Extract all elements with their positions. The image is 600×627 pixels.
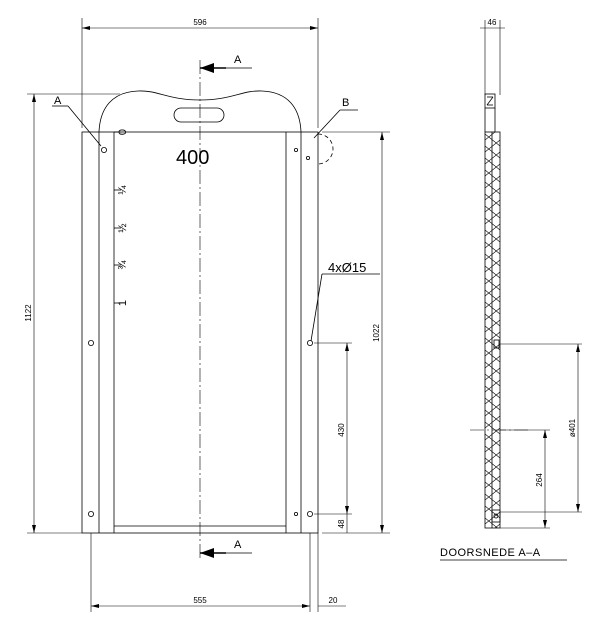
right-height-value: 1022 — [372, 324, 381, 342]
hole-mid-left — [88, 339, 95, 346]
width-label: 400 — [176, 147, 209, 169]
section-arrow-top: A — [200, 54, 252, 73]
hole-bottom-right — [306, 510, 313, 517]
panel-outline — [81, 131, 319, 534]
diameter-dimension: ø401 — [500, 343, 582, 513]
hole-mid-right — [306, 339, 313, 346]
side-offset-dimension: 20 — [317, 533, 346, 612]
overall-height-dimension: 1122 — [24, 93, 120, 534]
right-height-dimension: 1022 — [322, 131, 390, 534]
inner-width-value: 555 — [193, 596, 207, 605]
section-label-top: A — [234, 54, 242, 66]
detail-b-callout: B — [313, 97, 358, 165]
scale-mark-three-quarter: ¾ — [117, 260, 129, 270]
section-title: DOORSNEDE A–A — [440, 547, 541, 559]
section-fitting-bottom — [491, 509, 501, 523]
top-curved-edge — [98, 90, 302, 133]
detail-a-callout: A — [52, 95, 102, 147]
scale: 0 ¼ ½ ¾ 1 — [114, 129, 129, 306]
scale-mark-half: ½ — [117, 223, 129, 232]
diameter-value: ø401 — [568, 418, 577, 437]
scale-mark-0: 0 — [117, 129, 129, 135]
scale-mark-quarter: ¼ — [117, 185, 129, 195]
section-height-value: 264 — [535, 473, 544, 487]
hole-bottom-left — [88, 510, 95, 517]
section-fitting-mid — [493, 339, 500, 349]
section-hatching — [485, 132, 500, 528]
hole-spacing-value: 430 — [337, 423, 346, 437]
thickness-dimension: 46 — [480, 18, 505, 95]
left-rail — [88, 132, 115, 533]
detail-b-label: B — [342, 97, 349, 109]
overall-width-dimension: 596 — [81, 18, 319, 128]
overall-height-value: 1122 — [24, 304, 33, 322]
front-view: 596 1122 A A — [24, 18, 390, 612]
scale-mark-1: 1 — [117, 300, 129, 306]
bottom-offset-dimension: 48 — [337, 514, 348, 533]
inner-width-dimension: 555 — [90, 533, 311, 612]
hole-top-left — [101, 146, 108, 153]
detail-a-label: A — [54, 95, 62, 107]
right-rail — [285, 132, 313, 533]
hole-callout-label: 4xØ15 — [328, 260, 366, 275]
bottom-offset-value: 48 — [337, 519, 346, 528]
section-label-bottom: A — [234, 539, 242, 551]
section-arrow-bottom: A — [200, 539, 252, 558]
section-view: 46 — [440, 18, 582, 561]
section-height-dimension: 264 — [500, 429, 550, 529]
hole-spacing-dimension: 430 — [314, 342, 352, 515]
section-body — [484, 131, 501, 529]
hole-callout: 4xØ15 — [310, 260, 380, 342]
section-top-cap — [484, 93, 496, 109]
thickness-value: 46 — [488, 18, 497, 27]
handle-slot — [173, 107, 225, 123]
detail-b-circle — [317, 133, 334, 165]
overall-width-value: 596 — [193, 18, 207, 27]
side-offset-value: 20 — [329, 596, 338, 605]
